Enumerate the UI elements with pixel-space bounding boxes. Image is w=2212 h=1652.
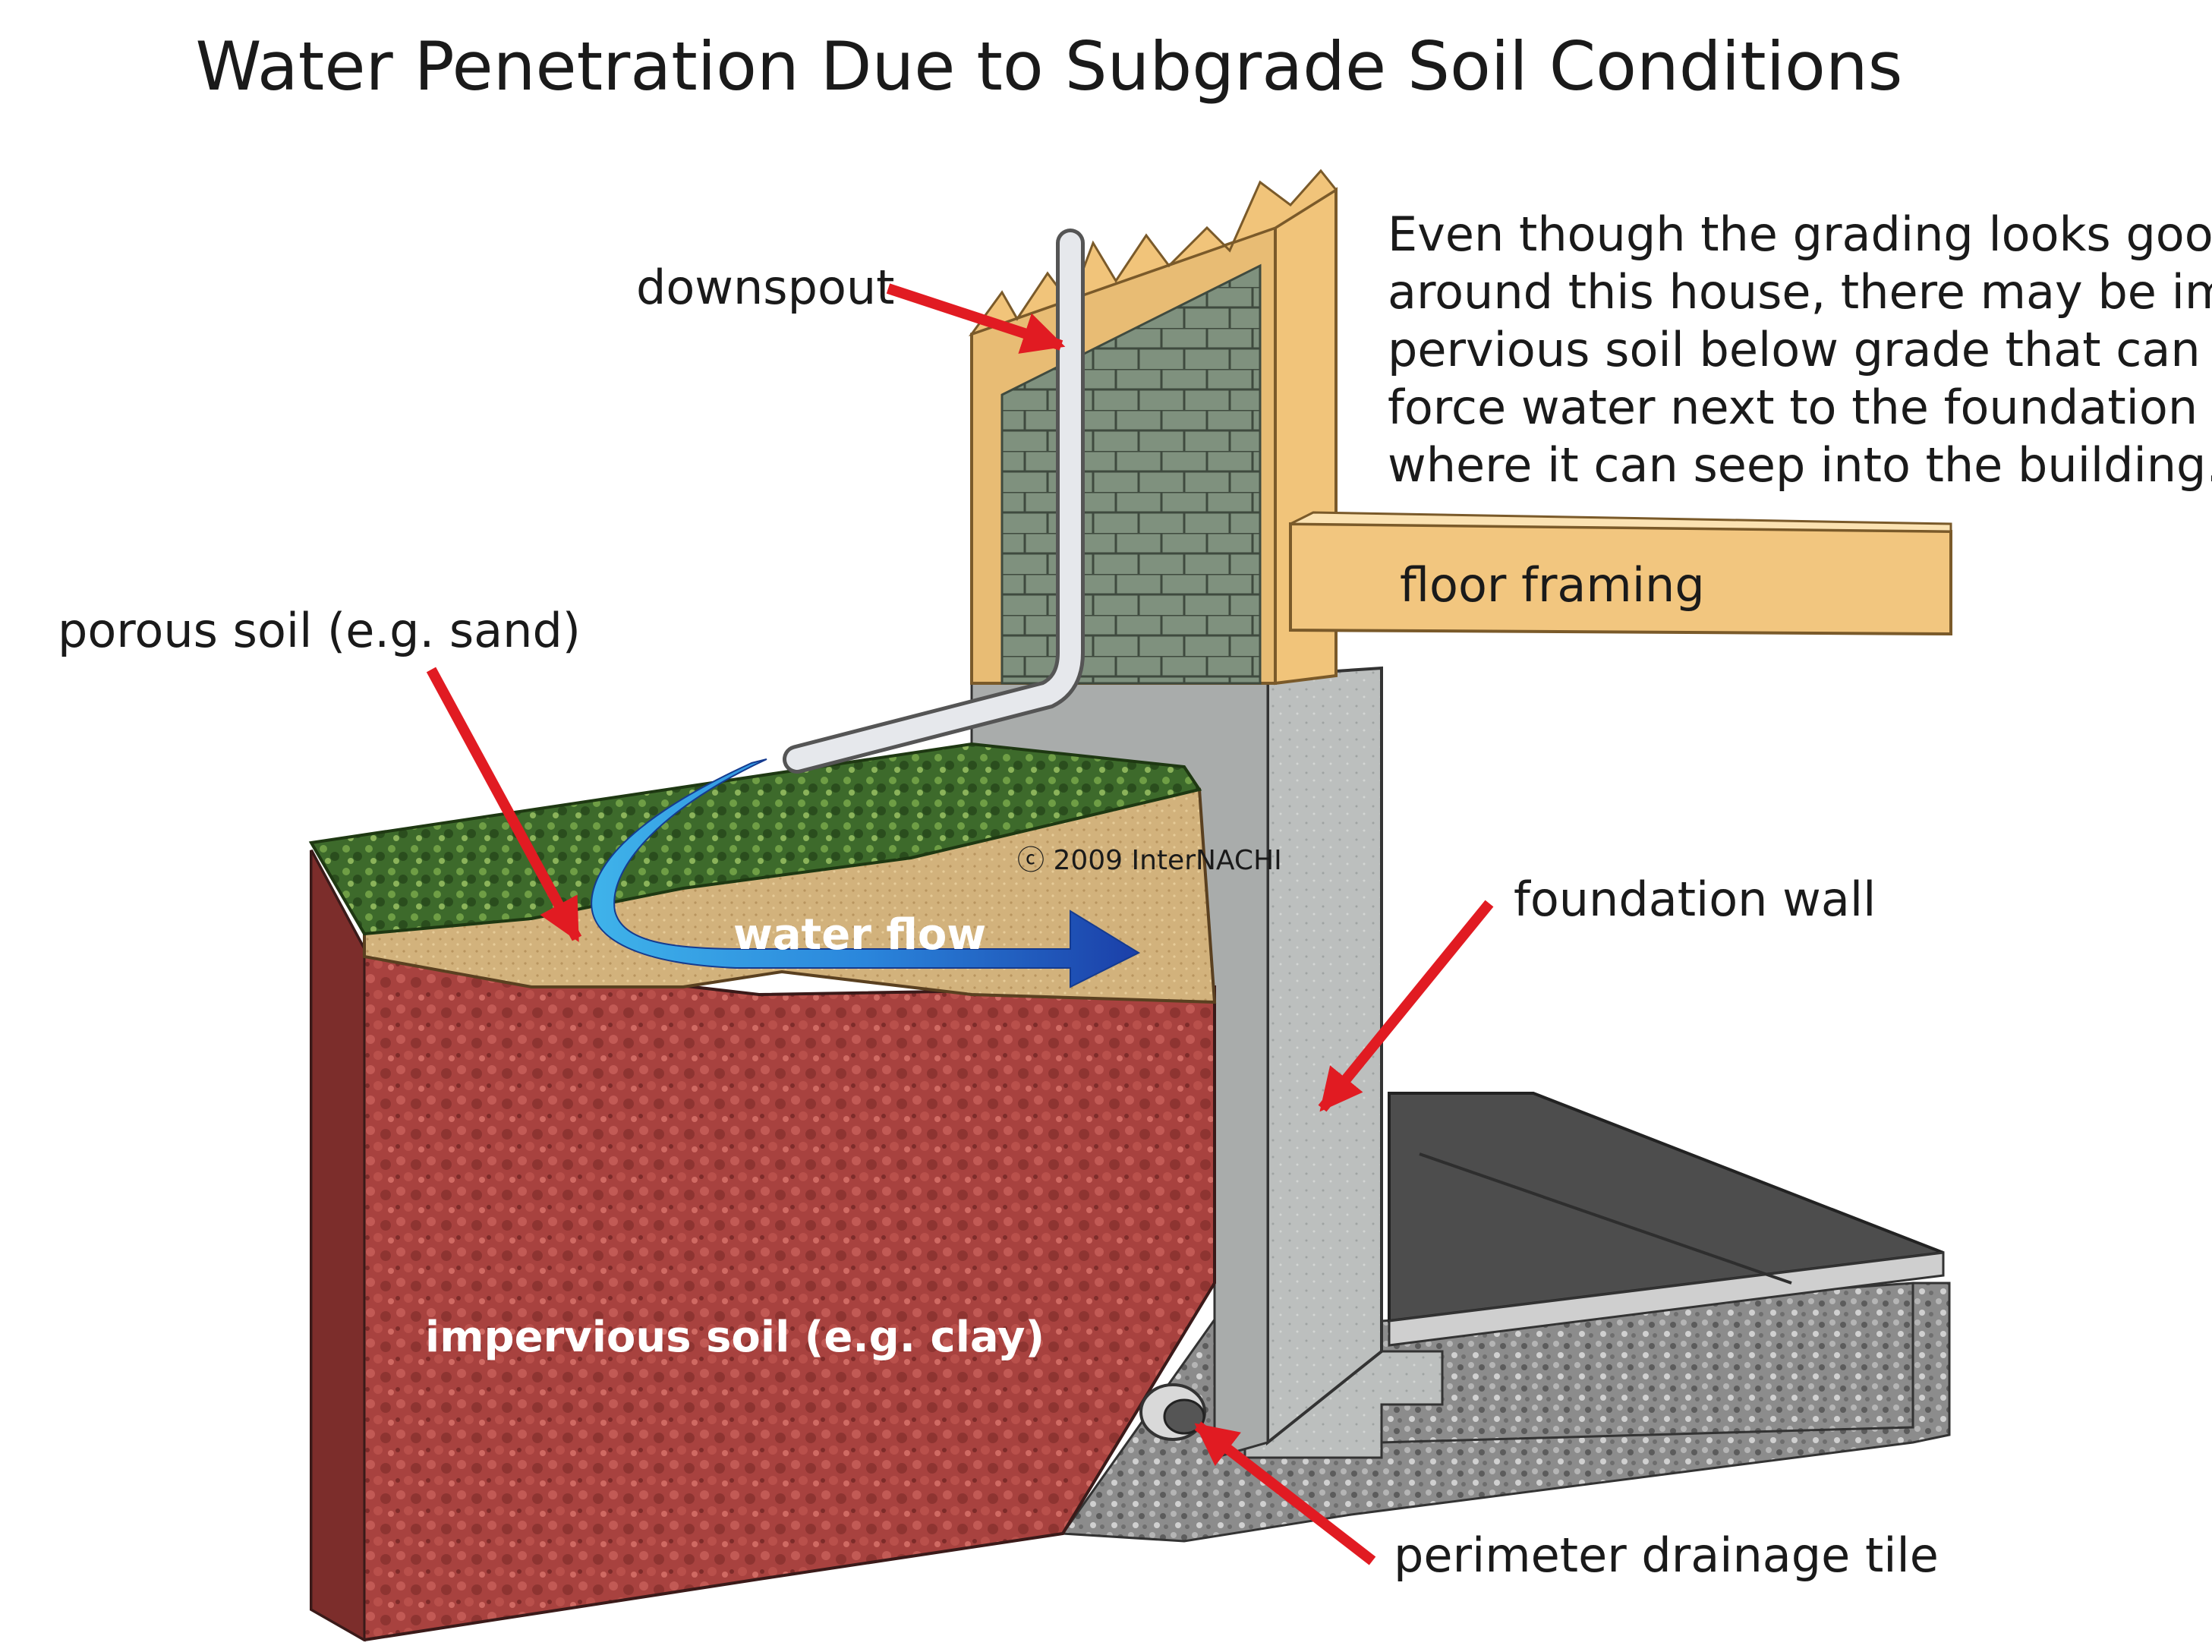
foundation-wall-pointer-arrow: [1318, 900, 1494, 1112]
note-line-4: force water next to the foundation: [1388, 380, 2198, 435]
water-flow-label: water flow: [733, 910, 986, 960]
foundation-wall-label: foundation wall: [1514, 872, 1876, 927]
slab-edge: [1388, 1251, 1945, 1347]
explanation-note: Even though the grading looks good aroun…: [1388, 206, 2212, 493]
broken-top-edge: [968, 169, 1338, 337]
note-line-3: pervious soil below grade that can: [1388, 322, 2201, 377]
grass-layer: [308, 742, 1202, 936]
perimeter-drain-tile: [1139, 1383, 1206, 1441]
slab-joint: [1419, 1152, 1792, 1285]
downspout-pipe-highlight: [786, 232, 1081, 770]
porous-soil-pointer-arrow: [426, 667, 582, 942]
copyright-notice: ⓒ 2009 InterNACHI: [1017, 845, 1282, 876]
clay-side-face: [310, 850, 366, 1642]
downspout-label: downspout: [636, 260, 895, 315]
diagram-title: Water Penetration Due to Subgrade Soil C…: [196, 27, 1903, 106]
note-line-1: Even though the grading looks good: [1388, 206, 2212, 262]
perimeter-drainage-tile-label: perimeter drainage tile: [1394, 1527, 1939, 1583]
floor-framing-label: floor framing: [1400, 557, 1705, 613]
water-flow-arrow: [591, 758, 1141, 988]
note-line-5: where it can seep into the building.: [1388, 437, 2212, 493]
drainage-tile-pointer-arrow: [1194, 1421, 1376, 1565]
downspout-pointer-arrow: [886, 283, 1066, 354]
note-line-2: around this house, there may be im-: [1388, 264, 2212, 320]
impervious-soil-label: impervious soil (e.g. clay): [425, 1313, 1045, 1362]
porous-soil-label: porous soil (e.g. sand): [58, 603, 581, 658]
floor-joist-top: [1290, 511, 1952, 533]
